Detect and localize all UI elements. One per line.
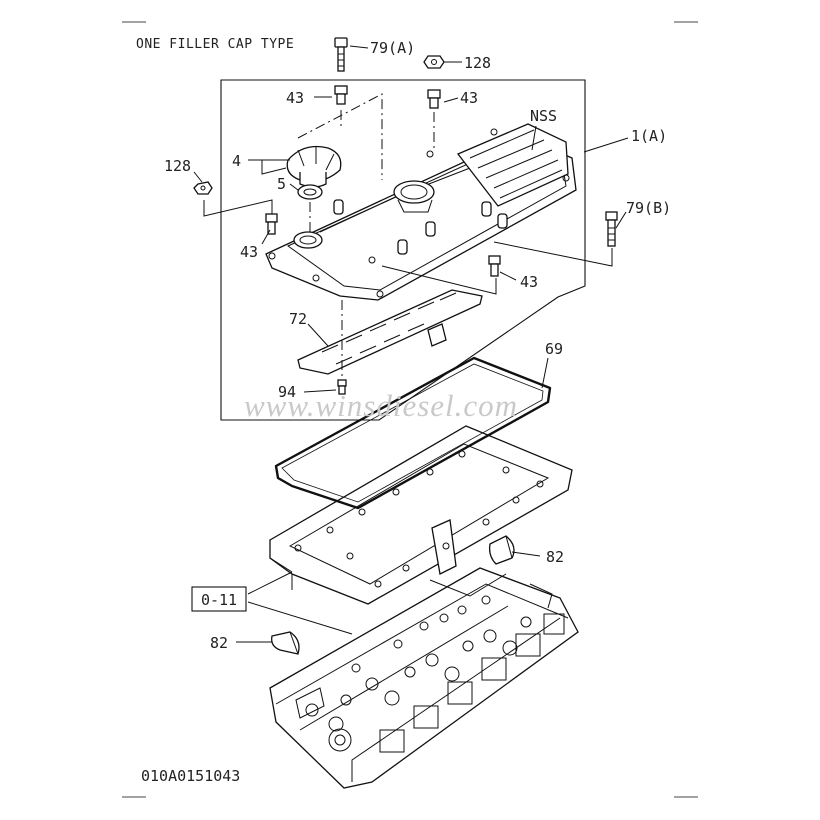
oil-filler-cap: [286, 145, 342, 188]
nut-128-top: [423, 55, 445, 69]
nut-128-left: [193, 181, 213, 195]
callout-72: 72: [289, 310, 307, 328]
callout-labels: 79(A) 128 43 43 NSS 1(A) 128 4 5 79(B) 4…: [164, 39, 671, 652]
cylinder-head: [269, 567, 579, 789]
crop-marks: [122, 21, 698, 798]
callout-94: 94: [278, 383, 296, 401]
callout-82-right: 82: [546, 548, 564, 566]
oil-baffle-plate: [297, 289, 483, 375]
callout-5: 5: [277, 175, 286, 193]
callout-43-right: 43: [520, 273, 538, 291]
callout-79b: 79(B): [626, 199, 671, 217]
watermark: www.winsdiesel.com: [244, 388, 518, 423]
callout-128-top: 128: [464, 54, 491, 72]
rocker-cover-gasket: [274, 356, 552, 510]
diagram-title: ONE FILLER CAP TYPE: [136, 37, 294, 52]
callout-82-left: 82: [210, 634, 228, 652]
callout-43-left-top: 43: [286, 89, 304, 107]
bolt-43-right-top: [427, 89, 441, 109]
cam-carrier: [269, 425, 573, 605]
callout-69: 69: [545, 340, 563, 358]
bolt-79a: [334, 37, 348, 72]
callout-43-right-top: 43: [460, 89, 478, 107]
leader-lines: [193, 45, 629, 643]
group-ref-box: [191, 586, 247, 612]
o-ring: [297, 184, 323, 200]
bolt-43-left-top: [334, 85, 348, 105]
group-ref-label: 0-11: [201, 591, 237, 609]
bolt-43-right: [488, 255, 501, 277]
diagram-code: 010A0151043: [141, 767, 240, 785]
callout-4: 4: [232, 152, 241, 170]
bolt-79b: [605, 211, 618, 247]
callout-nss: NSS: [530, 107, 557, 125]
half-moon-seal-left: [271, 631, 300, 655]
callout-43-left: 43: [240, 243, 258, 261]
half-moon-seal-right: [488, 535, 515, 565]
bolt-43-left: [265, 213, 278, 235]
callout-128-left: 128: [164, 157, 191, 175]
callout-1a: 1(A): [631, 127, 667, 145]
callout-79a: 79(A): [370, 39, 415, 57]
valve-cover: [265, 123, 577, 301]
assembly-frame: [220, 79, 586, 421]
gasket-inner-edge: [281, 363, 544, 503]
screw-94: [337, 379, 347, 395]
